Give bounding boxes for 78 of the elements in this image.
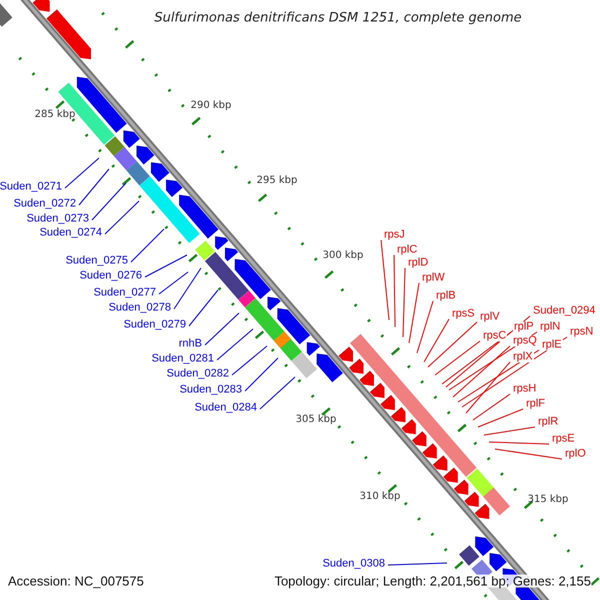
gene-label: rplC: [396, 244, 418, 256]
leader-line: [204, 312, 240, 346]
gene-label: rplP: [513, 322, 535, 332]
leader-line: [158, 272, 188, 294]
leader-line: [466, 362, 510, 414]
gene-label: Suden_0275: [64, 256, 129, 266]
gene-label: Suden_0279: [122, 320, 187, 330]
scale-label: 315 kbp: [528, 495, 568, 505]
gene-label: Suden_0283: [178, 384, 243, 396]
gene-label: rplV: [479, 312, 501, 322]
leader-line: [78, 168, 110, 206]
leader-line: [232, 346, 268, 376]
leader-line: [144, 254, 188, 278]
gene-label: rpsN: [569, 326, 594, 338]
gene-label: rplO: [564, 448, 587, 460]
leader-line: [408, 282, 420, 344]
accession-note: Accession: NC_007575: [8, 574, 144, 588]
leader-line: [494, 448, 562, 460]
gene-label: Suden_0308: [322, 558, 386, 570]
leader-line: [452, 346, 510, 398]
leader-line: [130, 228, 164, 262]
leader-line: [64, 158, 100, 188]
leader-line: [260, 376, 296, 410]
leader-line: [484, 426, 536, 436]
gene-label: Suden_0273: [26, 214, 90, 224]
scale-label: 305 kbp: [296, 415, 336, 425]
gene-label: rpsH: [512, 384, 538, 394]
gene-label: Suden_0281: [150, 354, 215, 364]
scale-label: 285 kbp: [34, 110, 76, 120]
gene-label: rplN: [539, 322, 562, 332]
gene-label: Suden_0282: [166, 368, 230, 380]
leader-line: [244, 358, 278, 392]
leader-line: [472, 394, 510, 420]
leader-line: [458, 350, 540, 402]
gene-label: rplF: [525, 398, 546, 410]
gene-label: Suden_0271: [0, 182, 63, 192]
gene-label: rplX: [512, 352, 534, 362]
leader-line: [174, 268, 202, 310]
leader-line: [92, 182, 126, 220]
leader-line: [380, 240, 390, 320]
gene-label: rpsC: [482, 330, 508, 342]
gene-label: rpsS: [451, 308, 476, 320]
leader-line: [462, 336, 568, 408]
leader-line: [488, 442, 550, 444]
map-title: Sulfurimonas denitrificans DSM 1251, complete genome: [154, 12, 522, 24]
leader-line: [478, 408, 524, 428]
leader-line: [434, 340, 480, 376]
leader-line: [416, 300, 434, 354]
gene-label: rplD: [407, 258, 430, 268]
gene-label: rplR: [537, 416, 560, 428]
gene-label: rpsJ: [383, 230, 406, 240]
leader-line: [216, 328, 254, 360]
genome-info-note: Topology: circular; Length: 2,201,561 bp; Genes: 2,155: [274, 574, 591, 588]
leader-line: [428, 322, 478, 368]
gene-label: Suden_0272: [12, 198, 77, 210]
gene-label: rplW: [421, 272, 446, 284]
scale-label: 290 kbp: [190, 101, 232, 111]
scale-label: 295 kbp: [256, 176, 298, 186]
gene-label: Suden_0277: [92, 288, 157, 298]
gene-label: Suden_0278: [108, 302, 172, 314]
scale-label: 310 kbp: [360, 492, 400, 502]
gene-label: rpsQ: [512, 336, 538, 346]
gene-label: rnhB: [178, 338, 203, 350]
gene-label: Suden_0294: [532, 306, 596, 316]
gene-label: rpsE: [551, 434, 576, 444]
gene-label: Suden_0274: [38, 228, 103, 238]
gene-label: rplE: [541, 340, 563, 350]
gene-label: rplB: [435, 290, 457, 302]
leader-line: [402, 268, 406, 338]
gene-label: Suden_0284: [194, 402, 258, 414]
leader-line: [104, 200, 140, 234]
leader-line: [394, 254, 396, 328]
leader-line: [388, 562, 448, 566]
gene-label: Suden_0276: [78, 270, 143, 282]
leader-line: [442, 332, 512, 384]
scale-label: 300 kbp: [322, 251, 364, 261]
leader-line: [188, 290, 218, 326]
leader-line: [424, 318, 450, 362]
